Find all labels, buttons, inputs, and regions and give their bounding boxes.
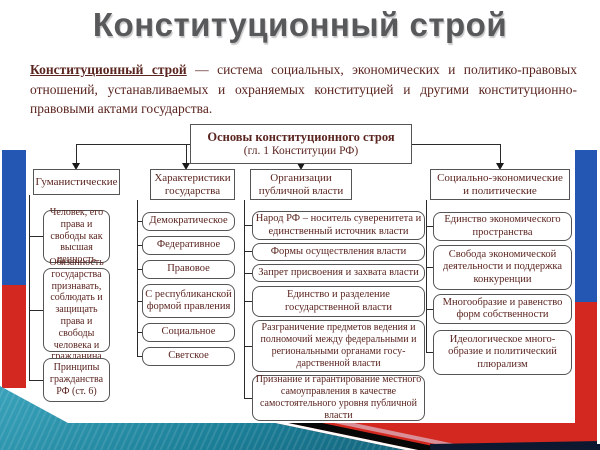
connector-tick [137, 221, 142, 222]
item-box: Принципы гражданства РФ (ст. 6) [43, 358, 110, 402]
item-box: Признание и гарантирование местного само… [252, 374, 425, 421]
item-box: Обязанность государства признавать, собл… [43, 257, 110, 362]
connector-tick [29, 380, 43, 381]
connector-tick [244, 225, 252, 226]
definition-term: Конституционный строй [30, 62, 187, 77]
connector-tick [244, 273, 252, 274]
root-box-title: Основы конституционного строя [207, 129, 395, 144]
root-box: Основы конституционного строя (гл. 1 Кон… [190, 124, 412, 164]
left-flag-bar-blue [2, 150, 26, 285]
connector-drop-1 [76, 144, 77, 164]
footer-dark-strip [430, 441, 600, 450]
arrow-down-icon [72, 163, 80, 170]
connector-tick [137, 245, 142, 246]
connector-rail-right [412, 144, 501, 145]
connector-rail-left [76, 144, 190, 145]
connector-tick [244, 301, 252, 302]
connector-tick [426, 309, 433, 310]
column-spine-1 [29, 195, 30, 380]
arrow-down-icon [496, 163, 504, 170]
item-box: Социальное [142, 323, 235, 342]
definition-body: система социальных, экономических и поли… [30, 62, 577, 117]
right-edge-sliver [597, 0, 600, 444]
item-box: Федеративное [142, 236, 235, 255]
item-box: Свобода экономической деятельности и под… [433, 245, 572, 290]
column-header-socioeconomic: Социально-экономические и политические [430, 169, 570, 200]
connector-tick [137, 269, 142, 270]
column-spine-2 [137, 200, 138, 356]
connector-drop-2 [186, 144, 187, 164]
item-box: Правовое [142, 260, 235, 279]
connector-tick [244, 251, 252, 252]
page-title: Конституционный строй [92, 6, 508, 43]
right-flag-bar-red [575, 302, 600, 444]
connector-tick [426, 352, 433, 353]
root-box-subtitle: (гл. 1 Конституции РФ) [243, 144, 359, 157]
connector-tick [426, 267, 433, 268]
column-header-public-power: Организации публичной власти [250, 169, 352, 200]
item-box: Единство экономического пространства [433, 212, 572, 241]
connector-tick [29, 236, 43, 237]
item-box: С республи­канской формой правления [142, 284, 235, 318]
item-box: Народ РФ – носитель суверенитета и единс… [252, 211, 425, 240]
connector-tick [426, 226, 433, 227]
item-box: Человек, его права и свободы как высшая … [43, 207, 110, 265]
item-box: Разграничение предметов ведения и полном… [252, 320, 425, 372]
connector-drop-4 [500, 144, 501, 164]
definition-dash: — [186, 62, 218, 77]
item-box: Демократическое [142, 212, 235, 231]
connector-tick [137, 301, 142, 302]
item-box: Формы осуществления власти [252, 243, 425, 261]
connector-tick [244, 346, 252, 347]
item-box: Единство и разделение государственной вл… [252, 286, 425, 317]
arrow-down-icon [182, 163, 190, 170]
item-box: Запрет присвоения и захвата власти [252, 264, 425, 282]
left-flag-bar-red [2, 285, 26, 388]
item-box: Светское [142, 347, 235, 366]
connector-tick [137, 356, 142, 357]
item-box: Идеологическое много­образие и политичес… [433, 330, 572, 375]
item-box: Многообразие и равенство форм собственно… [433, 294, 572, 324]
column-header-humanistic: Гуманистические [33, 169, 120, 195]
connector-tick [244, 398, 252, 399]
right-flag-bar-blue [575, 150, 597, 302]
connector-tick [29, 310, 43, 311]
definition-paragraph: Конституционный строй — система социальн… [30, 60, 577, 119]
column-spine-4 [426, 200, 427, 352]
column-spine-3 [244, 200, 245, 398]
column-header-state: Характеристики государства [150, 169, 235, 200]
arrow-down-icon [297, 163, 305, 170]
connector-tick [137, 332, 142, 333]
